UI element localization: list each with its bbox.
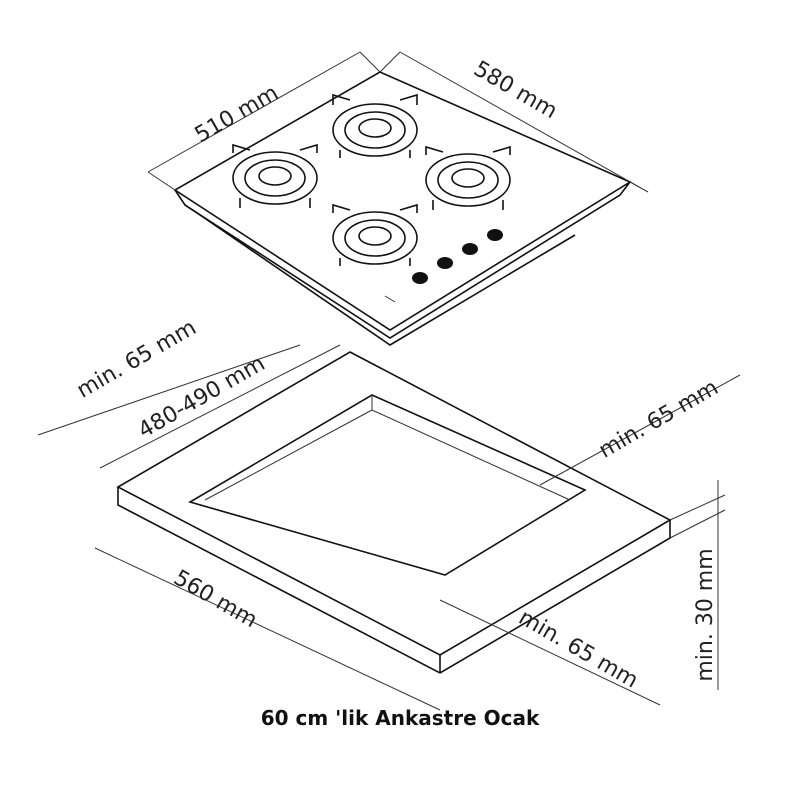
countertop-cutout bbox=[37, 344, 741, 711]
cutout-width-label: 560 mm bbox=[169, 566, 261, 634]
burner-right bbox=[425, 145, 511, 210]
hob-depth-label: 510 mm bbox=[191, 81, 283, 149]
hob-drawing bbox=[147, 51, 649, 346]
cutout-depth-label: 480-490 mm bbox=[134, 351, 269, 444]
thickness-label: min. 30 mm bbox=[693, 548, 718, 681]
control-knobs bbox=[412, 229, 503, 284]
hob-width-label: 580 mm bbox=[469, 57, 561, 125]
diagram-caption: 60 cm 'lik Ankastre Ocak bbox=[261, 706, 540, 730]
burner-front bbox=[332, 203, 418, 266]
burner-rear bbox=[332, 93, 418, 158]
rear-clearance-label: min. 65 mm bbox=[73, 315, 201, 403]
front-clearance-label: min. 65 mm bbox=[514, 605, 642, 693]
side-clearance-label: min. 65 mm bbox=[595, 375, 723, 463]
burner-left bbox=[232, 143, 318, 208]
